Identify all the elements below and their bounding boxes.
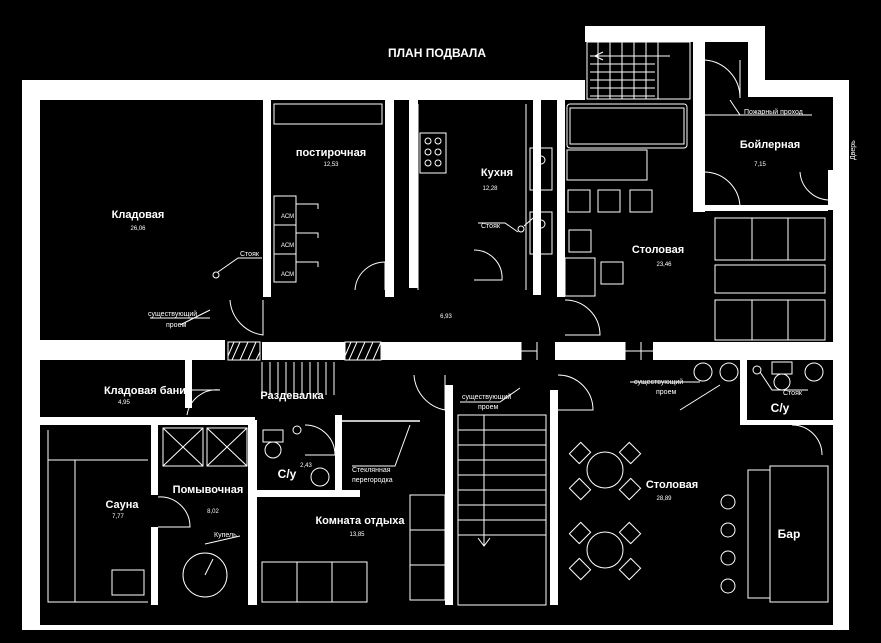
area-boiler: 7,15 bbox=[754, 162, 766, 168]
area-storage: 26,06 bbox=[130, 226, 146, 232]
area-dining-top: 23,46 bbox=[656, 262, 672, 268]
wc-left-fixtures bbox=[262, 425, 330, 487]
label-dining-bottom: Столовая bbox=[646, 479, 698, 491]
area-bath-storage: 4,95 bbox=[118, 400, 130, 406]
label-bath-storage: Кладовая бани bbox=[104, 385, 186, 397]
note-existing-1: существующий bbox=[148, 310, 197, 318]
area-dining-bottom: 28,89 bbox=[656, 496, 672, 502]
label-lounge: Комната отдыха bbox=[315, 515, 405, 527]
area-kitchen: 12,28 bbox=[482, 186, 498, 192]
label-boiler: Бойлерная bbox=[740, 139, 800, 151]
area-corridor: 6,93 bbox=[440, 314, 452, 320]
wc-right-fixtures bbox=[752, 361, 824, 391]
top-dining-furniture bbox=[564, 103, 826, 341]
note-glass-1: Стеклянная bbox=[352, 467, 391, 474]
note-opening-2: проем bbox=[478, 404, 498, 411]
laundry-fixtures: АСМ АСМ АСМ bbox=[273, 103, 383, 283]
central-stairs bbox=[457, 414, 547, 606]
lounge-furniture bbox=[261, 420, 446, 603]
note-glass-2: перегородка bbox=[352, 477, 393, 484]
riser-markers bbox=[150, 99, 812, 576]
note-existing-3: существующий bbox=[634, 378, 683, 386]
label-wc-left: С/у bbox=[278, 467, 297, 481]
washroom-fixtures bbox=[162, 427, 248, 598]
svg-text:АСМ: АСМ bbox=[281, 243, 294, 249]
label-kitchen: Кухня bbox=[481, 167, 513, 179]
area-laundry: 12,53 bbox=[323, 162, 339, 168]
label-dining-top: Столовая bbox=[632, 244, 684, 256]
doors bbox=[157, 59, 829, 528]
area-sauna: 7,77 bbox=[112, 514, 124, 520]
area-wc-left: 2,43 bbox=[300, 463, 312, 469]
existing-openings bbox=[227, 341, 653, 361]
annotation-notes: Пожарный проход Дверь Стояк Стояк Стояк … bbox=[148, 108, 857, 539]
label-storage: Кладовая bbox=[112, 209, 165, 221]
area-washroom: 8,02 bbox=[207, 509, 219, 515]
bottom-dining-furniture bbox=[568, 362, 829, 603]
note-riser-kitchen: Стояк bbox=[481, 223, 501, 230]
note-fire-exit: Пожарный проход bbox=[744, 108, 803, 116]
outer-walls bbox=[22, 26, 849, 630]
note-existing-2: существующий bbox=[462, 393, 511, 401]
note-door: Дверь bbox=[850, 140, 857, 160]
label-washroom: Помывочная bbox=[173, 484, 244, 496]
note-riser-wc: Стояк bbox=[783, 390, 803, 397]
changing-lockers bbox=[261, 362, 335, 395]
note-riser-storage: Стояк bbox=[240, 251, 260, 258]
kitchen-fixtures bbox=[417, 104, 553, 290]
interior-walls bbox=[40, 100, 833, 605]
label-laundry: постирочная bbox=[296, 147, 366, 159]
svg-text:АСМ: АСМ bbox=[281, 272, 294, 278]
note-font-tub: Купель bbox=[214, 532, 237, 539]
svg-text:АСМ: АСМ bbox=[281, 214, 294, 220]
note-opening-1: проем bbox=[166, 322, 186, 329]
area-lounge: 13,85 bbox=[349, 532, 365, 538]
plan-title: ПЛАН ПОДВАЛА bbox=[388, 46, 486, 60]
label-wc-right: С/у bbox=[771, 401, 790, 415]
note-opening-3: проем bbox=[656, 389, 676, 396]
room-labels: Кладовая 26,06 постирочная 12,53 Кухня 1… bbox=[104, 139, 800, 541]
label-changing: Раздевалка bbox=[260, 390, 324, 402]
top-stairs bbox=[586, 41, 705, 170]
label-bar: Бар bbox=[778, 527, 801, 541]
sauna-fixtures bbox=[47, 430, 148, 603]
label-sauna: Сауна bbox=[105, 499, 139, 511]
